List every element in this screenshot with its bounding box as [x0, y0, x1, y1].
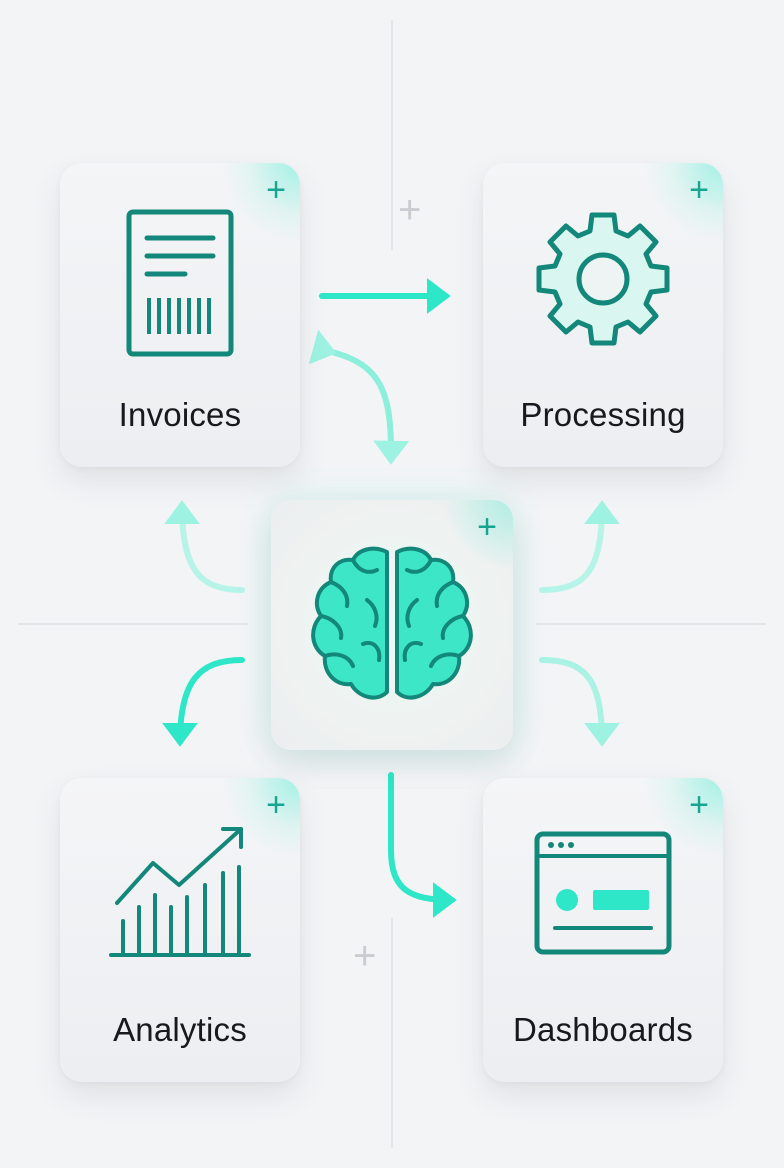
- node-dashboards[interactable]: + Dashboards: [483, 778, 723, 1082]
- add-icon[interactable]: +: [266, 171, 286, 209]
- background-plus-mark: +: [398, 188, 422, 232]
- guide-line-horizontal-left: [18, 623, 248, 625]
- brain-icon: [311, 546, 473, 700]
- guide-line-vertical-top: [391, 20, 393, 250]
- guide-line-horizontal-right: [536, 623, 766, 625]
- invoice-document-icon: [126, 209, 234, 357]
- background-plus-mark: +: [353, 934, 377, 978]
- add-icon[interactable]: +: [266, 786, 286, 824]
- connector-invoices-center: [308, 329, 410, 465]
- node-label: Processing: [520, 396, 686, 433]
- connector-center-dashboards: [388, 772, 457, 918]
- growth-chart-icon: [109, 827, 251, 957]
- node-ai-core[interactable]: +: [271, 500, 513, 750]
- guide-line-vertical-bottom: [391, 918, 393, 1148]
- add-icon[interactable]: +: [689, 786, 709, 824]
- node-invoices[interactable]: + Invoices: [60, 163, 300, 467]
- dashboard-window-icon: [534, 831, 672, 955]
- node-label: Analytics: [113, 1011, 247, 1048]
- add-icon[interactable]: +: [477, 508, 497, 546]
- card-glow: [220, 778, 300, 858]
- gear-icon: [536, 212, 670, 346]
- add-icon[interactable]: +: [689, 171, 709, 209]
- connector-center-dashboards-faded: [539, 657, 620, 747]
- connector-center-invoices: [164, 500, 245, 593]
- node-label: Dashboards: [513, 1011, 693, 1048]
- connector-center-processing: [539, 500, 620, 593]
- card-glow: [443, 500, 513, 570]
- card-glow: [643, 778, 723, 858]
- node-processing[interactable]: + Processing: [483, 163, 723, 467]
- node-label: Invoices: [118, 396, 242, 433]
- connector-center-analytics: [162, 657, 245, 747]
- card-glow: [643, 163, 723, 243]
- node-analytics[interactable]: + Analytics: [60, 778, 300, 1082]
